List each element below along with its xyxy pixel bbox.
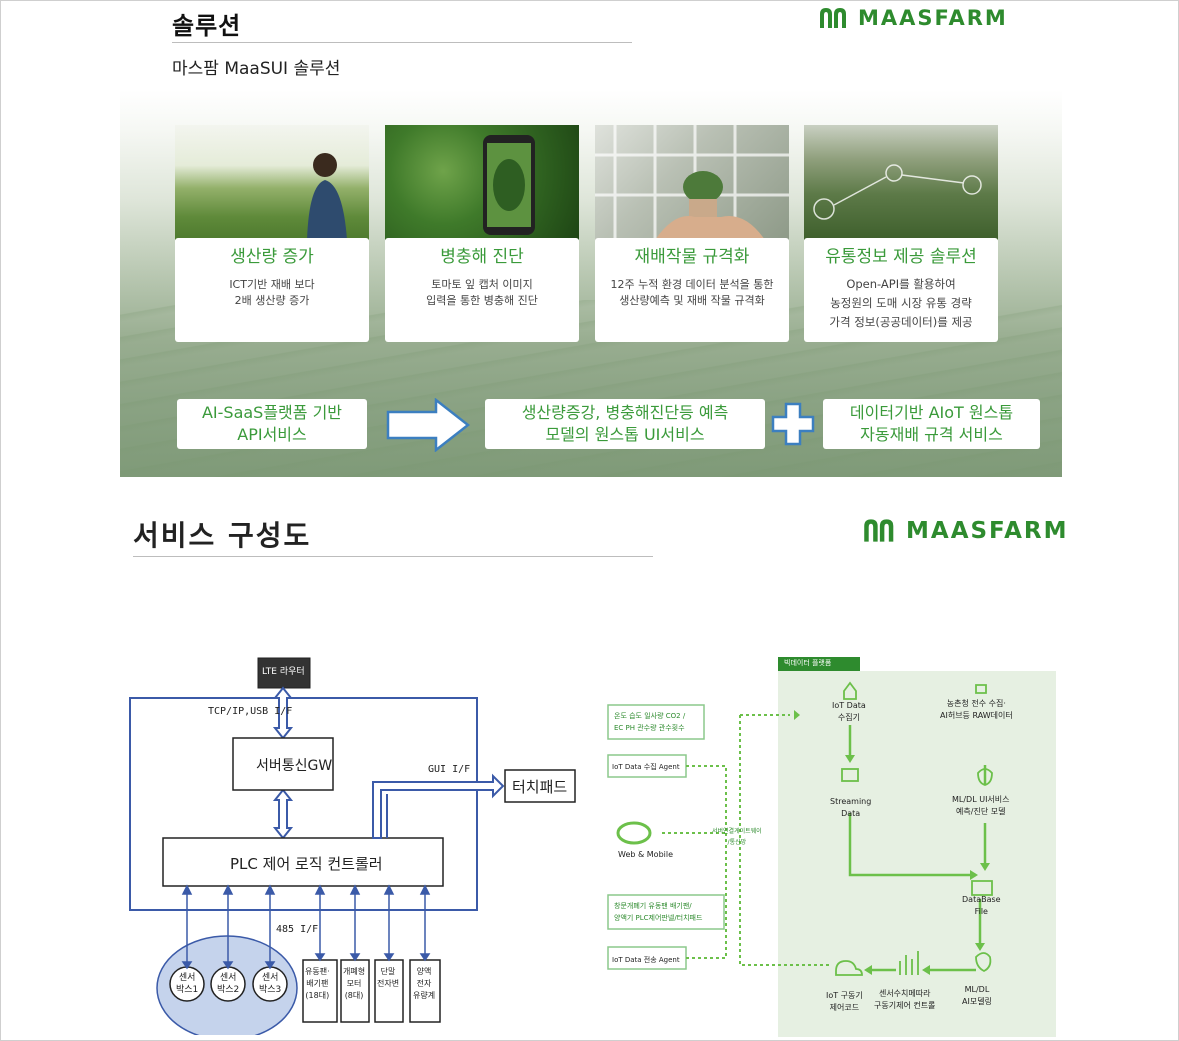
- sensor-box-label: 센서 박스1: [176, 973, 199, 995]
- device-box: [374, 959, 404, 1023]
- device-label: 유동팬· 배기팬 (18대): [305, 967, 330, 1000]
- controller-enclosure: [129, 697, 478, 911]
- mldl-service-label: ML/DL UI서비스 예측/진단 모델: [952, 795, 1010, 816]
- database-icon: [971, 880, 993, 896]
- touchpad-label: 터치패드: [512, 778, 568, 796]
- platform-badge: [778, 657, 860, 671]
- device-label: 단말 전자변: [377, 967, 400, 988]
- server-gw-label: 서버통신GW: [256, 758, 333, 774]
- ai-saas-api-box: AI-SaaS플랫폼 기반 API서비스: [177, 399, 367, 449]
- updown-arrow-icon: [272, 788, 294, 840]
- lte-router-box: [257, 657, 311, 689]
- cloud-icon: [616, 821, 652, 845]
- iot-driver-label: IoT 구동기 제어코드: [826, 991, 863, 1012]
- card-desc: 12주 누적 환경 데이터 분석을 통한 생산량예측 및 재배 작물 규격화: [610, 278, 774, 307]
- prediction-ui-box: 생산량증강, 병충해진단등 예측 모델의 원스톱 UI서비스: [485, 399, 765, 449]
- aiot-onestop-box: 데이터기반 AIoT 원스톱 자동재배 규격 서비스: [823, 399, 1040, 449]
- gui-arrow-icon: [372, 773, 505, 839]
- plc-label: PLC 제어 로직 컨트롤러: [230, 855, 383, 873]
- card-production-increase: 생산량 증가 ICT기반 재배 보다 2배 생산량 증가: [175, 238, 369, 342]
- section1-subtitle: 마스팜 MaaSUI 솔루션: [172, 59, 341, 79]
- iot-collect-agent-label: IoT Data 수집 Agent: [612, 763, 680, 771]
- card-title: 유통정보 제공 솔루션: [825, 247, 977, 267]
- hardware-diagram: [129, 657, 576, 1035]
- streaming-label: Streaming Data: [830, 797, 872, 818]
- card-desc: ICT기반 재배 보다 2배 생산량 증가: [229, 278, 315, 307]
- maasfarm-logo: MAASFARM: [818, 6, 1008, 30]
- plus-icon: [771, 402, 815, 446]
- card-desc: 토마토 잎 캡처 이미지 입력을 통한 병충해 진단: [426, 278, 538, 307]
- logo-text: MAASFARM: [906, 517, 1069, 544]
- device-box: [340, 959, 370, 1023]
- bigdata-platform-panel: [778, 671, 1056, 1037]
- section1-title: 솔루션: [172, 12, 242, 40]
- card-title: 재배작물 규격화: [634, 247, 750, 267]
- maasfarm-logo-icon: [862, 517, 900, 544]
- gateway-label: 서버연결게이트웨이 /통신망: [712, 828, 762, 846]
- touchpad-box: [504, 769, 576, 803]
- ai-modeling-label: ML/DL AI모델링: [962, 985, 992, 1006]
- card-distribution-info: 유통정보 제공 솔루션 Open-API를 활용하여 농정원의 도매 시장 유통…: [804, 238, 998, 342]
- iot-collector-label: IoT Data 수집기: [832, 701, 866, 722]
- maasfarm-logo-icon: [818, 6, 852, 30]
- sensor-box-label: 센서 박스2: [217, 973, 240, 995]
- dataflow-diagram: [607, 657, 1056, 1037]
- right-arrow-icon: [386, 398, 470, 452]
- card-title: 병충해 진단: [440, 247, 524, 267]
- web-mobile-label: Web & Mobile: [618, 850, 674, 859]
- model-icon: [977, 768, 993, 786]
- bar-chart-icon: [899, 951, 919, 975]
- monitor-icon: [841, 768, 859, 782]
- sensor-control-label: 센서수치메따라 구동기제어 컨트롤: [874, 989, 936, 1010]
- sensor-values-label: 온도 습도 일사량 CO2 / EC PH 관수량 관수횟수: [614, 712, 686, 732]
- control-targets-label: 창문개폐기 유동팬 배기팬/ 양액기 PLC제어판넬/터치패드: [614, 902, 703, 922]
- device-label: 양액 전자 유량계: [413, 967, 436, 1000]
- device-box: [302, 959, 338, 1023]
- sensor-values-box: [607, 704, 705, 740]
- platform-badge-label: 빅데이터 플랫폼: [784, 659, 832, 667]
- device-box: [409, 959, 441, 1023]
- data-source-icon: [975, 684, 987, 694]
- server-gw-box: [232, 737, 334, 791]
- photo-hand-plant: [595, 125, 789, 240]
- photo-phone-leaf: [385, 125, 579, 240]
- section1-divider: [172, 42, 632, 43]
- maasfarm-logo-2: MAASFARM: [862, 517, 1069, 544]
- tcpip-label: TCP/IP,USB I/F: [208, 706, 293, 717]
- logo-text: MAASFARM: [858, 6, 1008, 30]
- card-crop-standardization: 재배작물 규격화 12주 누적 환경 데이터 분석을 통한 생산량예측 및 재배…: [595, 238, 789, 342]
- section2-title: 서비스 구성도: [133, 519, 312, 552]
- cloud-control-icon: [835, 960, 863, 976]
- device-label: 개폐형 모터 (8대): [343, 967, 366, 1000]
- gui-label: GUI I/F: [428, 764, 471, 775]
- control-targets-box: [607, 894, 725, 930]
- sensor-box-label: 센서 박스3: [259, 973, 282, 995]
- iot-send-agent-label: IoT Data 전송 Agent: [612, 956, 680, 964]
- card-desc: Open-API를 활용하여 농정원의 도매 시장 유통 경략 가격 정보(공공…: [829, 277, 973, 329]
- raw-data-label: 농촌청 전수 수집· AI허브등 RAW데이터: [940, 699, 1013, 720]
- card-pest-diagnosis: 병충해 진단 토마토 잎 캡처 이미지 입력을 통한 병충해 진단: [385, 238, 579, 342]
- database-label: DataBase File: [962, 895, 1001, 916]
- photo-aerial-farmland: [804, 125, 998, 240]
- lte-router-label: LTE 라우터: [262, 667, 305, 677]
- plc-box: [162, 837, 444, 887]
- section2-divider: [133, 556, 653, 557]
- rs485-label: 485 I/F: [276, 924, 319, 935]
- card-title: 생산량 증가: [230, 247, 314, 267]
- ml-gear-icon: [975, 952, 992, 973]
- photo-farmer-field: [175, 125, 369, 240]
- iot-collector-icon: [843, 681, 857, 700]
